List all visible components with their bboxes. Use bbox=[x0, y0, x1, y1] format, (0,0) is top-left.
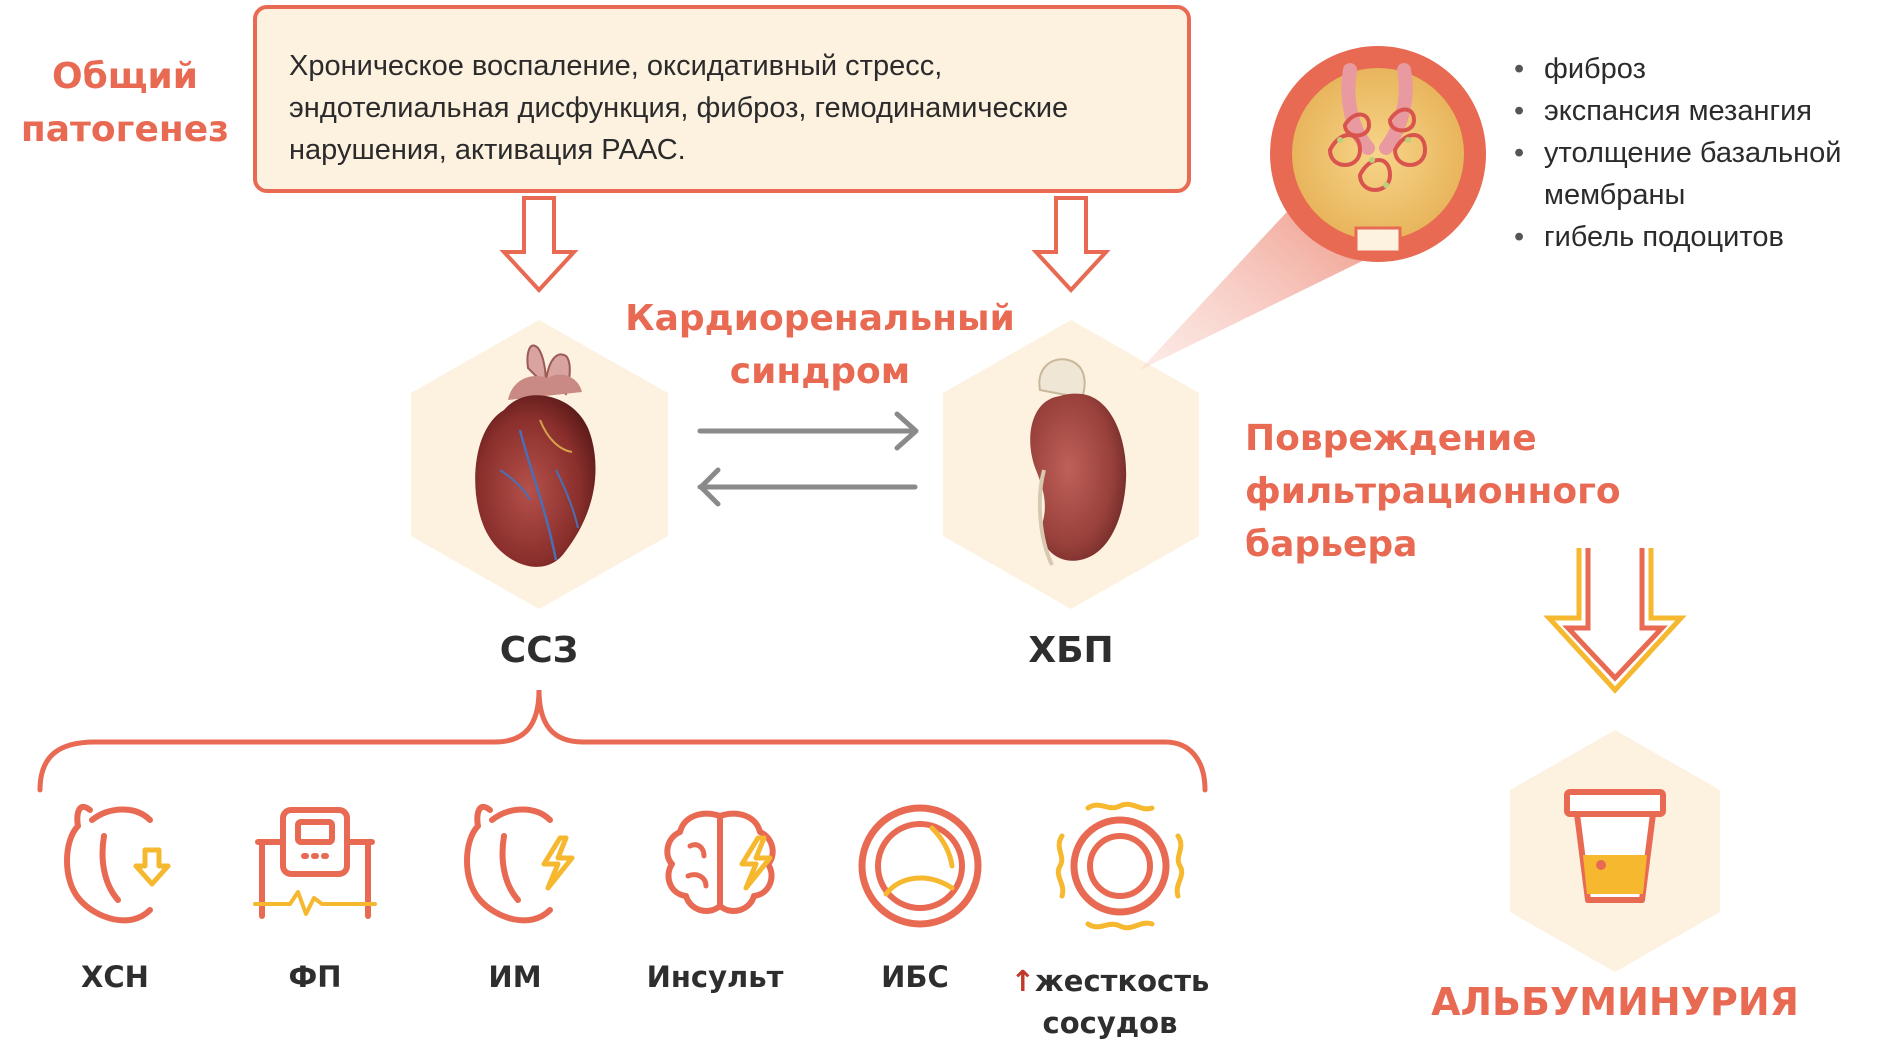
vessel-plaque-icon bbox=[858, 804, 982, 928]
pathogenesis-line3: нарушения, активация РААС. bbox=[289, 134, 686, 166]
arrow-to-ckd bbox=[1031, 196, 1111, 293]
heart-down-arrow-icon bbox=[64, 803, 171, 924]
list-item: экспансия мезангия bbox=[1506, 90, 1841, 132]
pathogenesis-box: Хроническое воспаление, оксидативный стр… bbox=[253, 5, 1191, 193]
kidney-illustration bbox=[1030, 358, 1127, 566]
filtration-barrier-line1: Повреждение bbox=[1245, 418, 1537, 459]
glomerulus-illustration bbox=[1270, 46, 1486, 262]
urine-cup-icon bbox=[1564, 789, 1666, 903]
list-item-continuation: мембраны bbox=[1544, 179, 1686, 211]
brain-lightning-icon bbox=[664, 810, 776, 914]
arrow-to-albuminuria bbox=[1543, 548, 1687, 694]
general-pathogenesis-line2: патогенез bbox=[20, 109, 230, 150]
vessel-stiffness-icon bbox=[1055, 801, 1185, 931]
arrow-right bbox=[697, 411, 919, 451]
list-item: утолщение базальной bbox=[1506, 132, 1841, 174]
condition-label-vessel-stiffness: ↑жесткость сосудов bbox=[1010, 960, 1210, 1044]
condition-label-vessels: сосудов bbox=[1042, 1006, 1178, 1040]
condition-label-im: ИМ bbox=[488, 960, 542, 994]
pathogenesis-line1: Хроническое воспаление, оксидативный стр… bbox=[289, 50, 943, 82]
pathogenesis-line2: эндотелиальная дисфункция, фиброз, гемод… bbox=[289, 92, 1069, 124]
ckd-label: ХБП bbox=[1028, 630, 1114, 671]
condition-label-stroke: Инсульт bbox=[646, 960, 784, 994]
arrow-to-cvd bbox=[499, 196, 579, 293]
condition-label-stiffness: жесткость bbox=[1034, 964, 1210, 998]
list-item: гибель подоцитов bbox=[1506, 216, 1841, 258]
heart-illustration bbox=[475, 344, 596, 567]
condition-label-fp: ФП bbox=[288, 960, 342, 994]
filtration-barrier-line2: фильтрационного барьера bbox=[1245, 471, 1621, 565]
ecg-monitor-icon bbox=[253, 807, 377, 919]
general-pathogenesis-title: Общий патогенез bbox=[20, 50, 230, 156]
cardiorenal-line1: Кардиоренальный bbox=[625, 298, 1015, 339]
cardiorenal-line2: синдром bbox=[729, 351, 911, 392]
arrow-left bbox=[697, 467, 918, 507]
cvd-label: ССЗ bbox=[499, 630, 579, 671]
conditions-brace bbox=[37, 689, 1208, 793]
glomerulus-changes-list: фиброз экспансия мезангия утолщение база… bbox=[1506, 48, 1841, 258]
condition-label-ihd: ИБС bbox=[881, 960, 949, 994]
condition-label-hsn: ХСН bbox=[81, 960, 149, 994]
filtration-barrier-title: Повреждение фильтрационного барьера bbox=[1245, 412, 1765, 571]
cardiorenal-title: Кардиоренальный синдром bbox=[620, 292, 1020, 398]
general-pathogenesis-line1: Общий bbox=[52, 56, 198, 97]
heart-lightning-icon bbox=[464, 803, 575, 924]
list-item: фиброз bbox=[1506, 48, 1841, 90]
increase-arrow-icon: ↑ bbox=[1010, 964, 1035, 998]
albuminuria-label: АЛЬБУМИНУРИЯ bbox=[1431, 980, 1799, 1024]
